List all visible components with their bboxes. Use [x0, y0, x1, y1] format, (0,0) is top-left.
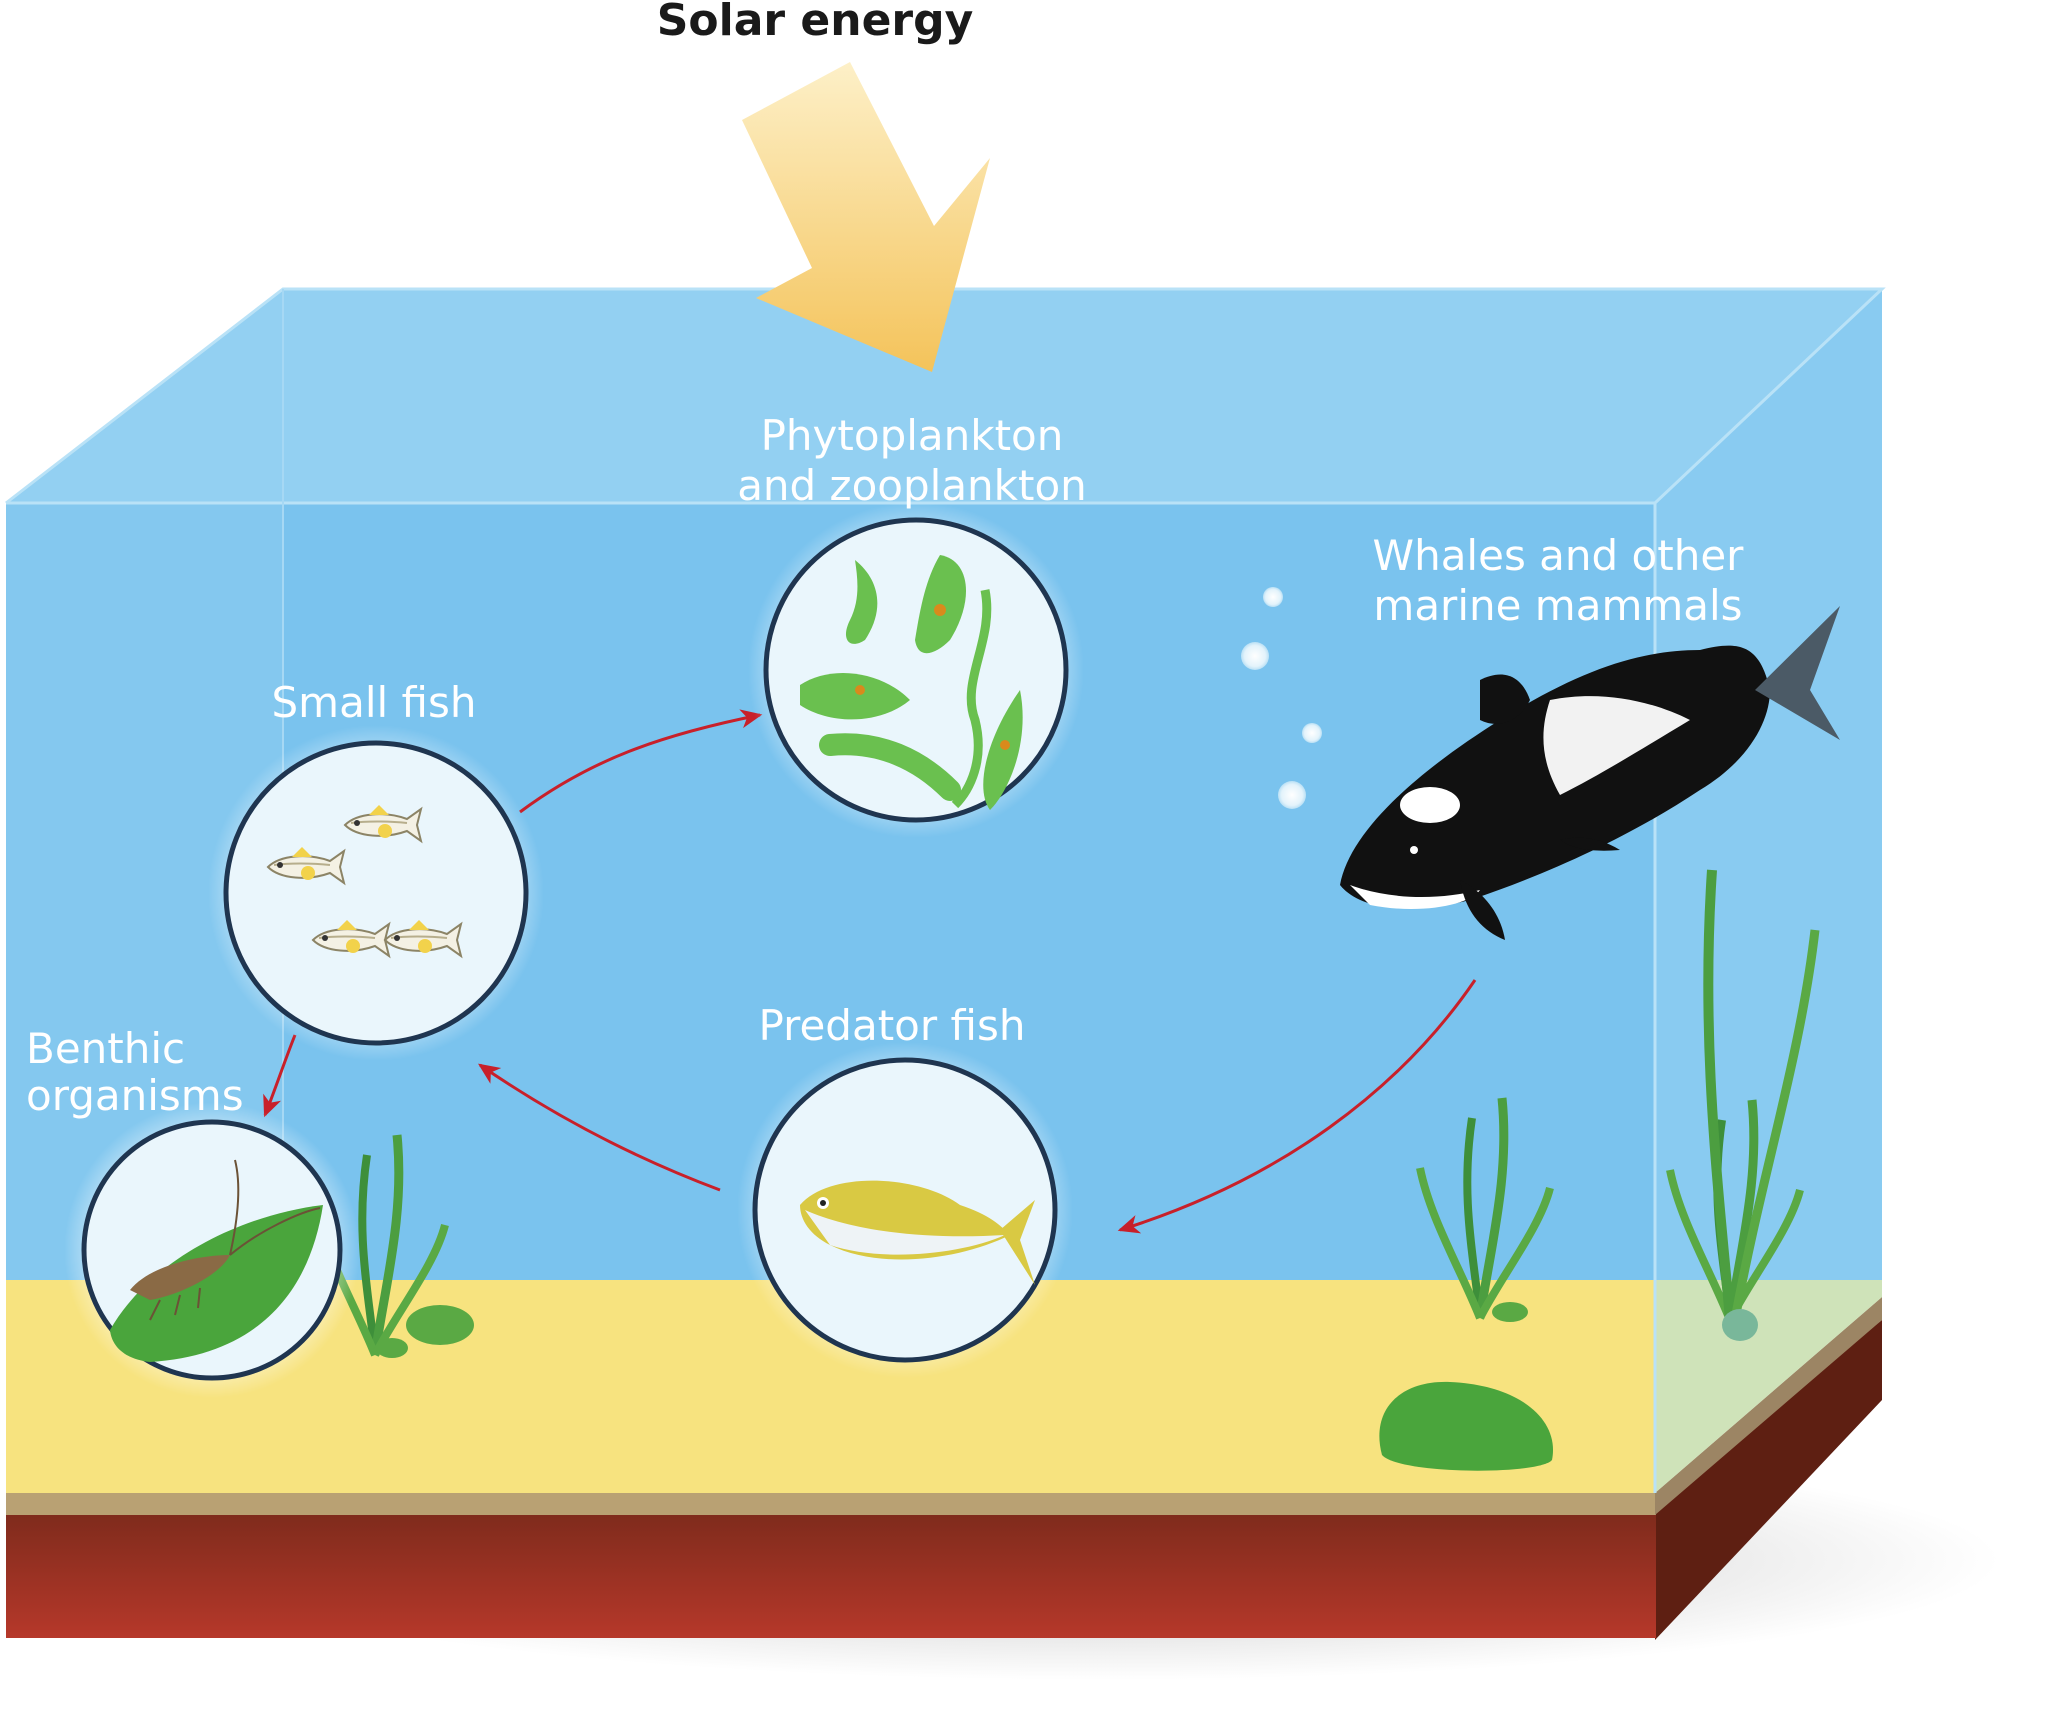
solar-arrow: [742, 62, 990, 372]
bubble: [1302, 723, 1322, 743]
plankton-label-line1: Phytoplankton: [761, 411, 1064, 460]
benthic-leaf: [110, 1205, 323, 1362]
soil-front: [6, 1505, 1656, 1638]
small-fish-circle: [223, 740, 529, 1046]
rock-right: [1379, 1381, 1554, 1471]
rock-left: [406, 1305, 474, 1345]
whales-label-line2: marine mammals: [1373, 581, 1742, 630]
kelp-right-tall: [1703, 869, 1735, 1321]
rock-far-right: [1722, 1309, 1758, 1341]
arrow-smallfish-to-plankton: [519, 709, 763, 814]
box-edges: [5, 287, 1886, 505]
orca-illustration: [1340, 606, 1840, 940]
shrimp: [130, 1159, 321, 1321]
bubble: [1263, 587, 1283, 607]
small-fish-label: Small fish: [272, 678, 477, 727]
water-top: [6, 289, 1882, 503]
sand-edge: [6, 1493, 1656, 1515]
sand-side-tint: [1655, 1280, 1882, 1493]
solar-energy-label: Solar energy: [657, 0, 974, 46]
arrow-whale-to-predator: [1117, 979, 1477, 1234]
whales-label-line1: Whales and other: [1373, 531, 1745, 580]
benthic-label-line2: organisms: [26, 1071, 244, 1120]
bubble: [1241, 642, 1269, 670]
predator-fish-label: Predator fish: [759, 1001, 1026, 1050]
arrow-predator-to-smallfish: [478, 1063, 721, 1192]
arrow-smallfish-to-benthic: [263, 1034, 297, 1118]
benthic-label-line1: Benthic: [26, 1024, 185, 1073]
rock-left-small: [376, 1338, 408, 1358]
soil-side: [1655, 1320, 1882, 1640]
sand-edge-side: [1655, 1297, 1882, 1515]
plankton-label-line2: and zooplankton: [737, 461, 1087, 510]
rock-middle-right: [1492, 1302, 1528, 1322]
plankton-organisms: [800, 555, 1023, 810]
kelp-right-tall-2: [1730, 929, 1820, 1321]
bubble: [1278, 781, 1306, 809]
predator-fish: [800, 1180, 1035, 1285]
